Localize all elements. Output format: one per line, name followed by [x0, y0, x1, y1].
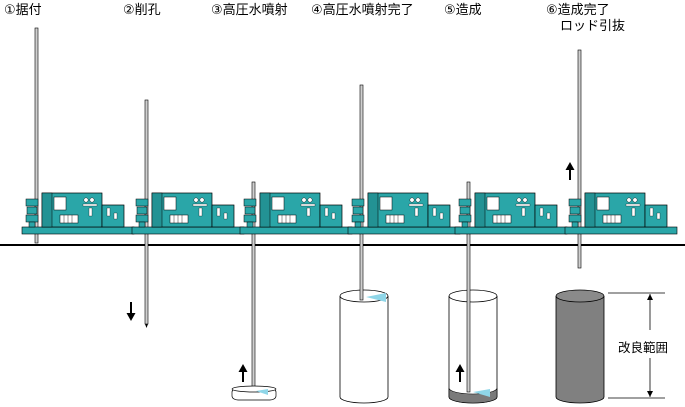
drill-rod: [34, 27, 39, 244]
step-2-group: [126, 99, 245, 328]
drilling-machine: [454, 192, 568, 235]
drilling-machine: [347, 192, 461, 235]
up-arrow-icon: [565, 162, 575, 180]
step-4-label: ④高圧水噴射完了: [311, 3, 414, 18]
step-3-label: ③高圧水噴射: [211, 3, 288, 18]
drilling-machine: [21, 192, 135, 235]
drill-rod: [577, 49, 582, 269]
jetted-column: [339, 289, 389, 404]
step-5-group: [448, 181, 568, 404]
forming-column: [448, 289, 498, 404]
drill-rod: [466, 181, 471, 393]
up-arrow-icon: [455, 364, 465, 382]
step-5-label: ⑤造成: [444, 3, 482, 18]
up-arrow-icon: [238, 364, 248, 382]
step-6-group: [555, 49, 678, 404]
step-3-group: [231, 181, 353, 401]
step-4-group: [339, 84, 461, 404]
drilling-machine: [239, 192, 353, 235]
step-6-label: ⑥造成完了: [546, 3, 610, 18]
step-6-sublabel: ロッド引抜: [560, 19, 626, 34]
drilling-machine: [131, 192, 245, 235]
improvement-range-dimension: [608, 292, 665, 399]
jet-disc: [231, 385, 277, 401]
drill-rod: [359, 84, 364, 301]
down-arrow-icon: [126, 302, 136, 321]
step-1-group: [21, 27, 135, 244]
drilling-machine: [564, 192, 678, 235]
rod-tip: [145, 324, 148, 328]
completed-column: [555, 289, 605, 404]
step-2-label: ②削孔: [123, 3, 161, 18]
step-1-label: ①据付: [4, 3, 42, 18]
improvement-range-label: 改良範囲: [618, 340, 669, 355]
